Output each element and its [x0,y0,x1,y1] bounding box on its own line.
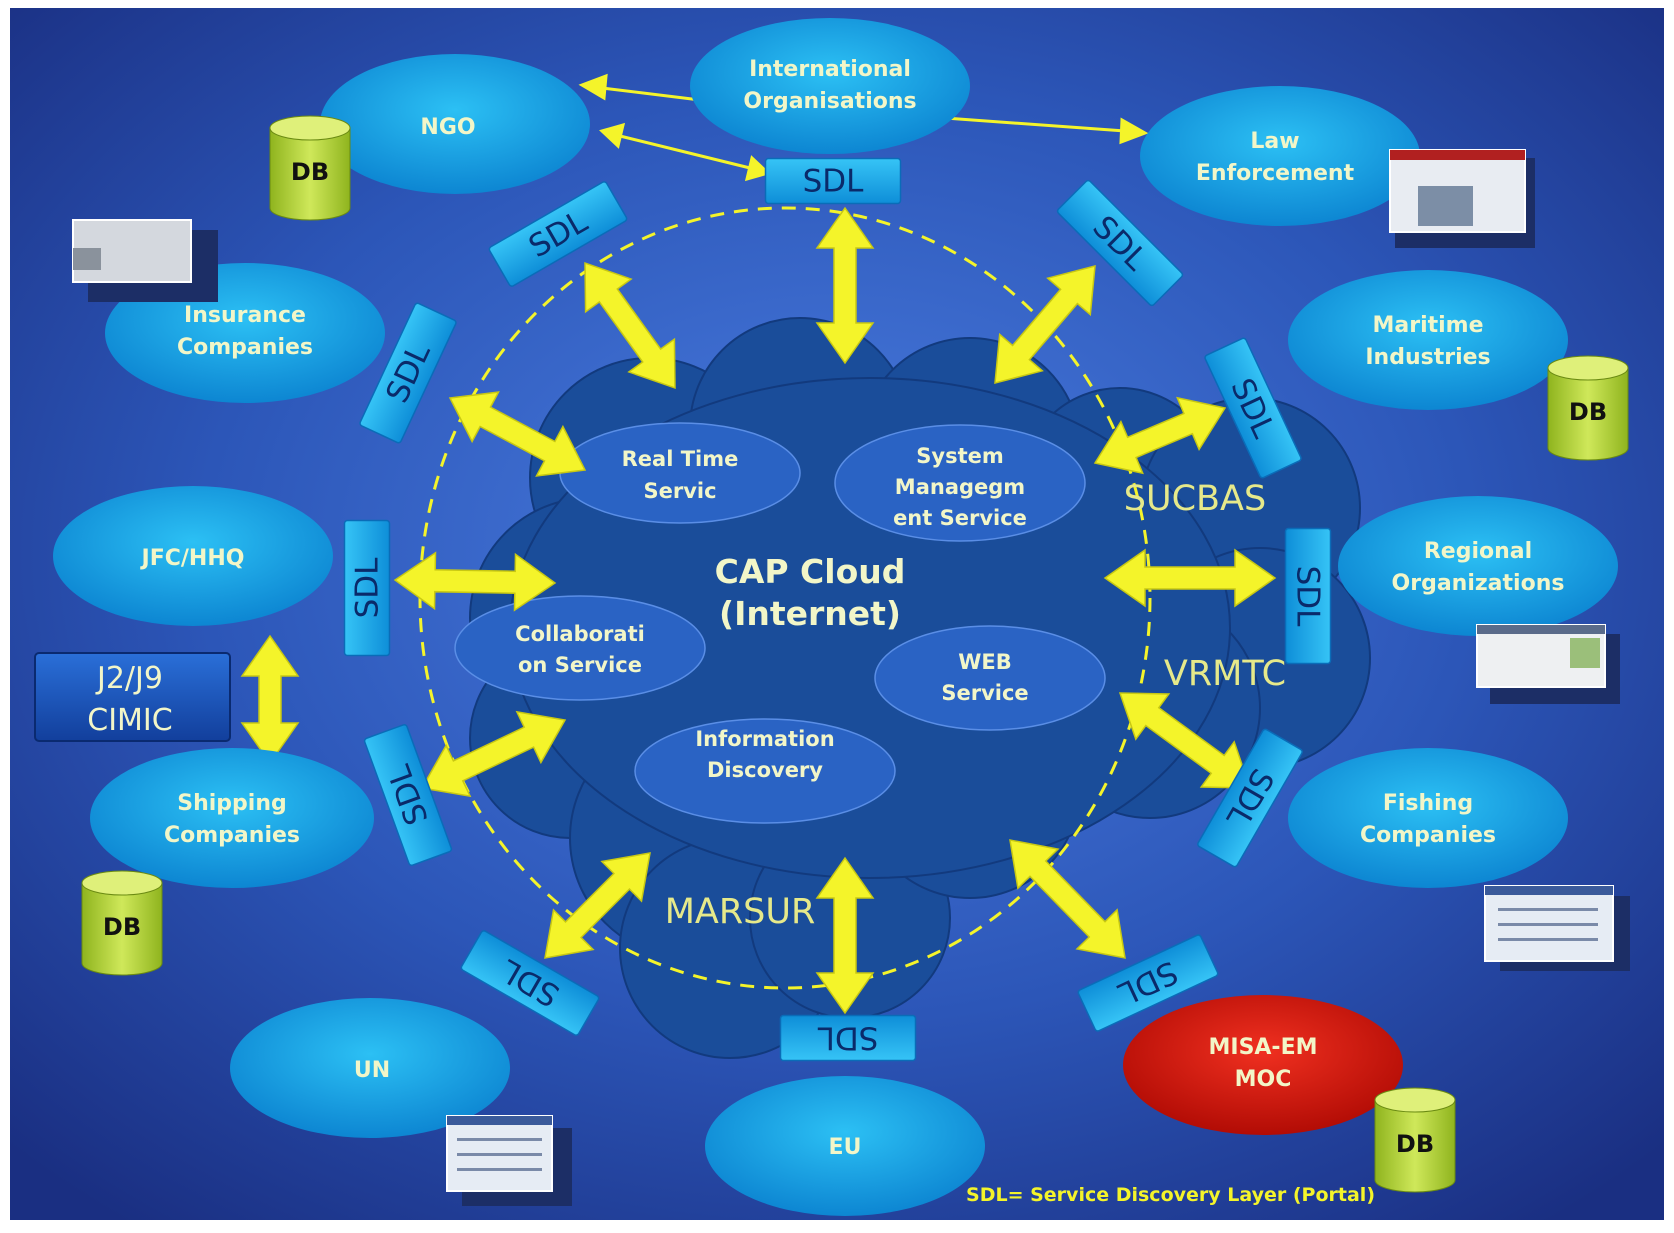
j2-label-1: J2/J9 [95,661,163,696]
international-label-1: International [749,57,911,82]
screenshot-thumbnail-un [446,1115,572,1206]
fishing-label-1: Fishing [1383,791,1473,816]
jfc-label: JFC/HHQ [140,546,245,571]
shipping-label-1: Shipping [177,791,287,816]
db-ngo-label: DB [291,158,329,186]
db-moc-label: DB [1396,1130,1434,1158]
maritime-label-2: Industries [1365,345,1490,370]
shipping-label-2: Companies [164,823,300,848]
node-fishing[interactable]: Fishing Companies [1288,748,1568,888]
insurance-label-2: Companies [177,335,313,360]
system-management-label-1: System [916,444,1003,468]
information-discovery-label-1: Information [695,727,834,751]
sdl-right[interactable]: SDL [1284,527,1332,665]
marsur-label: MARSUR [665,892,816,932]
vrmtc-label: VRMTC [1164,654,1286,694]
regional-label-2: Organizations [1392,571,1565,596]
node-maritime[interactable]: Maritime Industries [1288,270,1568,410]
arrow-left-upper [448,391,587,477]
j2-j9-cimic-box[interactable]: J2/J9 CIMIC [34,652,231,742]
arrow-left-lower [420,710,567,798]
sdl-right-label: SDL [1290,566,1326,628]
sdl-bottom[interactable]: SDL [779,1014,917,1062]
arrow-top-left [584,261,676,390]
node-misa-em-moc[interactable]: MISA-EM MOC [1123,995,1403,1135]
insurance-label-1: Insurance [184,303,306,328]
screenshot-thumbnail-law [1389,149,1535,248]
web-service-label-1: WEB [958,650,1012,674]
db-ngo: DB [269,115,351,221]
db-maritime-label: DB [1569,398,1607,426]
international-label-2: Organisations [743,89,916,114]
web-service-cloud [874,625,1106,731]
moc-label-2: MOC [1235,1067,1292,1092]
node-jfc-hhq[interactable]: JFC/HHQ [53,486,333,626]
moc-label-1: MISA-EM [1208,1035,1317,1060]
screenshot-thumbnail-fishing [1484,885,1630,971]
db-moc: DB [1374,1087,1456,1193]
real-time-service-cloud [559,422,801,524]
eu-label: EU [829,1135,862,1160]
screenshot-thumbnails [72,149,1630,1206]
node-regional[interactable]: Regional Organizations [1338,496,1618,636]
sdl-top[interactable]: SDL [764,157,902,205]
ngo-label: NGO [420,115,475,140]
j2-label-2: CIMIC [87,703,172,738]
system-management-label-2: Managegm [895,475,1025,499]
connector-arrows [240,206,1277,1015]
screenshot-thumbnail-insurance [72,219,218,302]
sucbas-label: SUCBAS [1124,479,1266,519]
arrow-right-middle [1103,548,1277,608]
diagram-canvas: Real Time Servic System Managegm ent Ser… [10,8,1664,1220]
sdl-left[interactable]: SDL [343,519,391,657]
thin-arrows [578,73,1149,182]
node-ngo[interactable]: NGO [320,54,590,194]
arrow-top-right [994,265,1096,384]
arrow-bottom-right [1009,839,1126,959]
arrow-bottom-center [815,856,875,1015]
system-management-service-cloud [834,424,1086,542]
arrow-left-middle [393,551,557,612]
collaboration-service-cloud [454,595,706,701]
fishing-label-2: Companies [1360,823,1496,848]
system-management-label-3: ent Service [893,506,1027,530]
web-service-label-2: Service [941,681,1028,705]
collaboration-label-1: Collaborati [515,622,645,646]
cap-cloud-title-1: CAP Cloud [715,552,906,591]
sdl-top-label: SDL [803,164,865,200]
sdl-bottom-label: SDL [817,1020,879,1056]
regional-label-1: Regional [1424,539,1532,564]
arrow-top-center [815,206,875,365]
db-shipping: DB [81,870,163,976]
sdl-footnote: SDL= Service Discovery Layer (Portal) [966,1184,1375,1206]
law-label-1: Law [1250,129,1299,154]
db-maritime: DB [1547,355,1629,461]
cap-cloud-title-2: (Internet) [719,594,901,633]
node-un[interactable]: UN [230,998,510,1138]
db-shipping-label: DB [103,913,141,941]
real-time-service-label-2: Servic [643,479,716,503]
sdl-left-label: SDL [350,557,386,619]
arrow-right-upper [1093,396,1227,475]
node-eu[interactable]: EU [705,1076,985,1216]
collaboration-label-2: on Service [518,653,642,677]
screenshot-thumbnail-regional [1476,624,1620,704]
node-international[interactable]: International Organisations [690,18,970,154]
maritime-label-1: Maritime [1372,313,1483,338]
information-discovery-cloud [634,718,896,824]
law-label-2: Enforcement [1196,161,1355,186]
node-shipping[interactable]: Shipping Companies [90,748,374,888]
real-time-service-label-1: Real Time [622,447,739,471]
information-discovery-label-2: Discovery [707,758,823,782]
arrow-bottom-left [544,852,651,959]
node-law-enforcement[interactable]: Law Enforcement [1140,86,1420,226]
un-label: UN [354,1058,390,1083]
db-cylinders: DB DB DB DB [81,115,1629,1193]
